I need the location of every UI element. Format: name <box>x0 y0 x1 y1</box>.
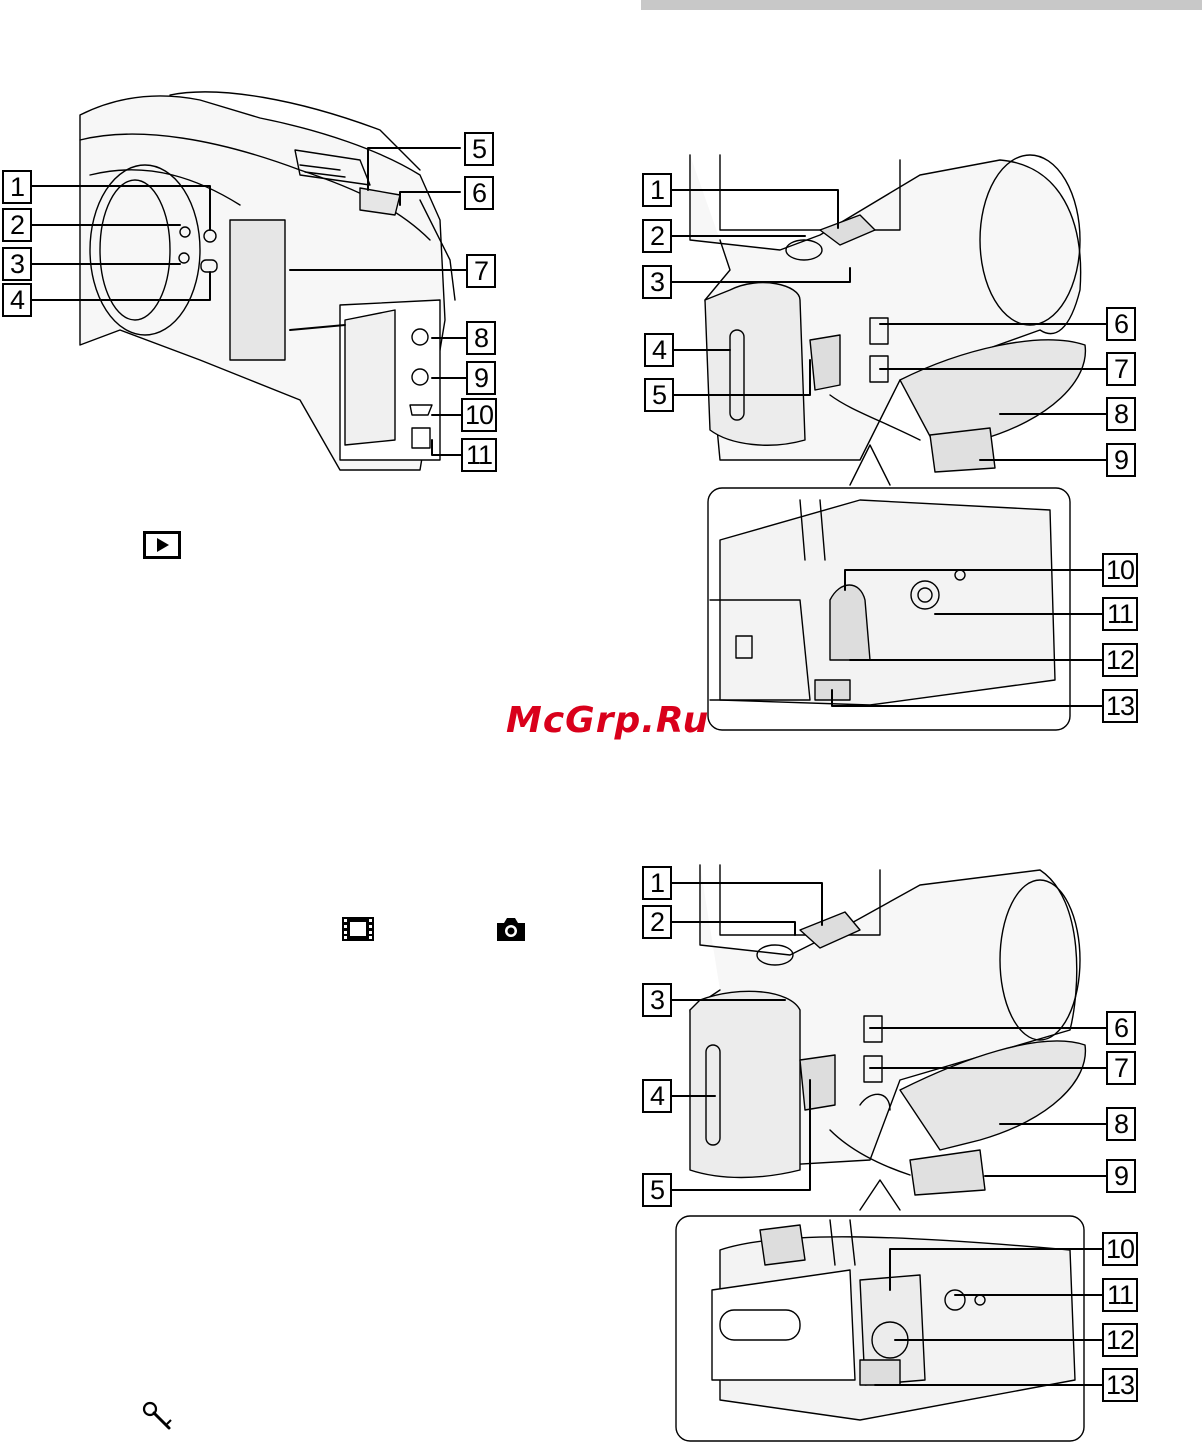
figure-c-callout-10: 10 <box>1102 1232 1138 1266</box>
figure-c-callout-1: 1 <box>642 866 672 900</box>
figure-c-callout-4: 4 <box>642 1079 672 1113</box>
figure-a-callout-2: 2 <box>2 208 32 242</box>
figure-c-callout-11: 11 <box>1102 1278 1138 1312</box>
figure-c-callout-2: 2 <box>642 905 672 939</box>
figure-b-callout-13: 13 <box>1102 689 1138 723</box>
camera-icon <box>495 915 527 943</box>
figure-c-callout-13: 13 <box>1102 1368 1138 1402</box>
figure-b-callout-6: 6 <box>1106 307 1136 341</box>
figure-a-callout-4: 4 <box>2 283 32 317</box>
figure-b-callout-11: 11 <box>1102 597 1138 631</box>
figure-c-callout-8: 8 <box>1106 1107 1136 1141</box>
figure-c-callout-3: 3 <box>642 983 672 1017</box>
figure-b-callout-5: 5 <box>644 378 674 412</box>
figure-c-camcorder-rear <box>676 865 1085 1441</box>
figure-b-callout-1: 1 <box>642 173 672 207</box>
figure-c-callout-6: 6 <box>1106 1011 1136 1045</box>
figure-a-callout-9: 9 <box>466 361 496 395</box>
figure-a-callout-8: 8 <box>466 321 496 355</box>
figure-b-callout-4: 4 <box>644 333 674 367</box>
figure-b-callout-2: 2 <box>642 219 672 253</box>
figure-c-callout-5: 5 <box>642 1173 672 1207</box>
figure-a-callout-6: 6 <box>464 176 494 210</box>
figure-a-callout-10: 10 <box>461 398 497 432</box>
figure-b-callout-7: 7 <box>1106 352 1136 386</box>
figure-a-callout-1: 1 <box>2 170 32 204</box>
figure-a-callout-11: 11 <box>461 438 497 472</box>
figure-c-callout-9: 9 <box>1106 1159 1136 1193</box>
microphone-icon <box>141 1400 175 1434</box>
watermark-text: McGrp.Ru <box>506 700 726 750</box>
figure-b-camcorder-rear <box>690 155 1085 730</box>
figure-c-callout-7: 7 <box>1106 1051 1136 1085</box>
figure-a-callout-5: 5 <box>464 132 494 166</box>
figure-b-callout-12: 12 <box>1102 643 1138 677</box>
figure-b-callout-3: 3 <box>642 265 672 299</box>
figure-a-callout-3: 3 <box>2 247 32 281</box>
figure-b-callout-10: 10 <box>1102 553 1138 587</box>
figure-a-callout-7: 7 <box>466 254 496 288</box>
film-strip-icon <box>341 916 375 942</box>
figure-b-callout-9: 9 <box>1106 443 1136 477</box>
figure-c-callout-12: 12 <box>1102 1323 1138 1357</box>
figure-b-callout-8: 8 <box>1106 397 1136 431</box>
play-button-icon <box>143 531 181 559</box>
